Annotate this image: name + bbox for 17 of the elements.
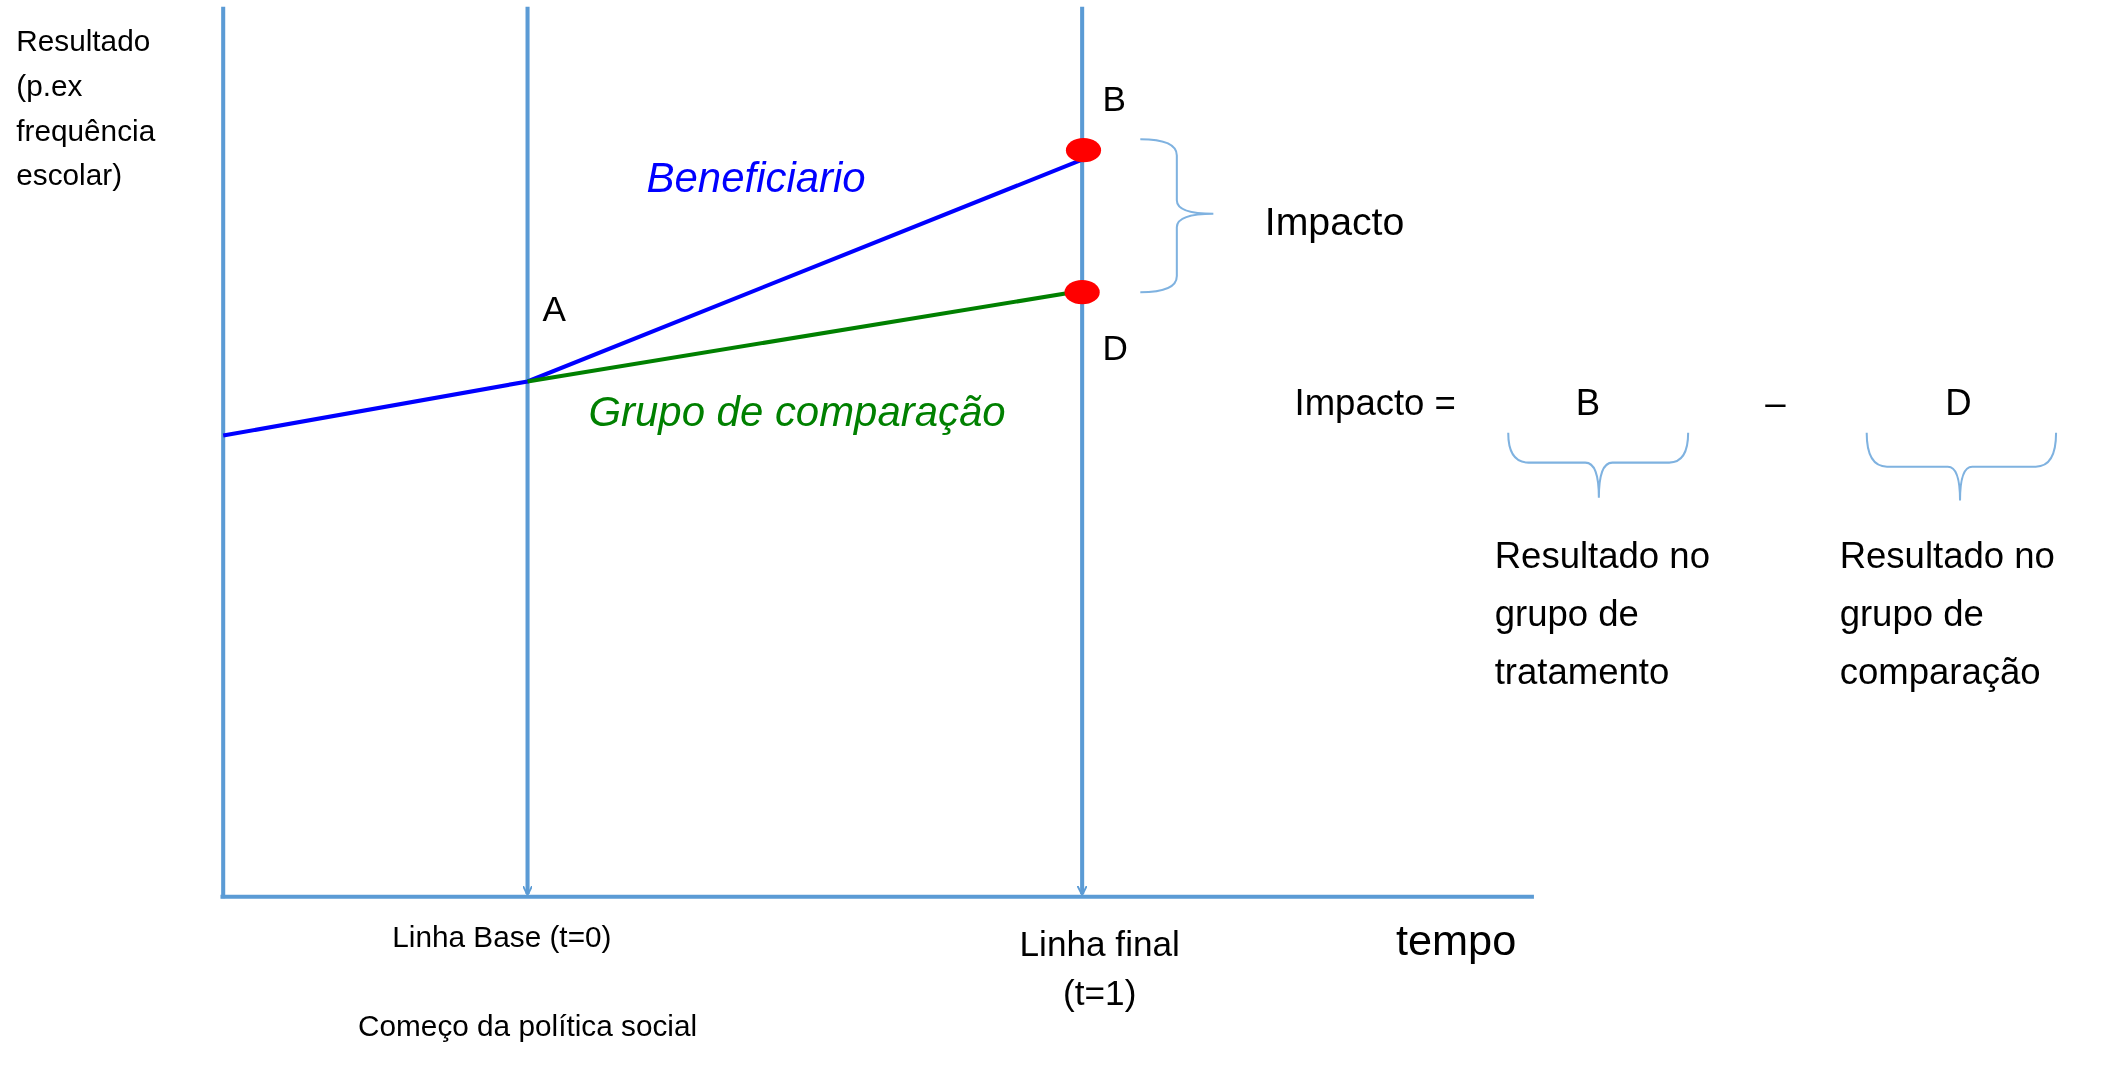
tick-label: Linha final (t=1) bbox=[1018, 922, 1181, 1016]
point-label: D bbox=[1102, 327, 1128, 370]
formula-text: Impacto = bbox=[1294, 381, 1456, 425]
axis-title: tempo bbox=[1395, 914, 1517, 966]
brace-label: Resultado no grupo de comparação bbox=[1839, 534, 2056, 695]
axis-title: Resultado (p.ex frequência escolar) bbox=[16, 23, 157, 195]
formula-text: D bbox=[1945, 381, 1972, 425]
point-label: B bbox=[1102, 78, 1126, 121]
tick-label: Começo da política social bbox=[357, 1008, 699, 1045]
formula-text: B bbox=[1575, 381, 1601, 425]
tick-label: Linha Base (t=0) bbox=[392, 919, 612, 955]
formula-text: – bbox=[1765, 381, 1786, 425]
brace-label: Impacto bbox=[1264, 199, 1405, 246]
point-label: A bbox=[542, 288, 566, 331]
series-label: Beneficiario bbox=[646, 153, 866, 203]
series-label: Grupo de comparação bbox=[588, 387, 1006, 437]
brace-label: Resultado no grupo de tratamento bbox=[1494, 534, 1711, 695]
